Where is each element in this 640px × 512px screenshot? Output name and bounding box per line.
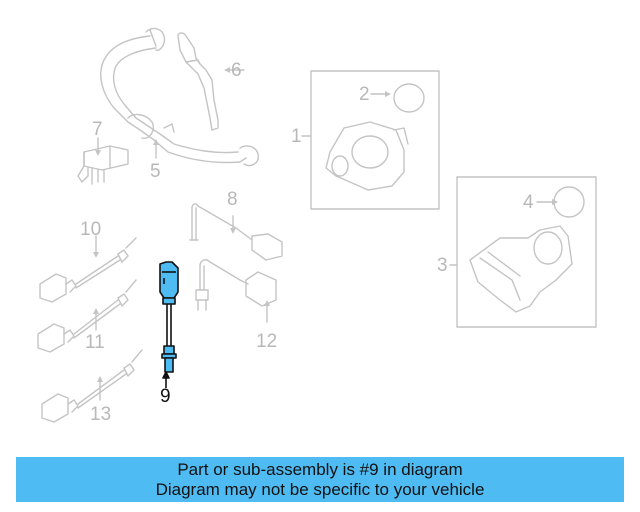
callout-12[interactable]: 12 xyxy=(256,331,278,352)
bracket-part-6[interactable] xyxy=(177,32,219,131)
callout-3[interactable]: 3 xyxy=(437,255,448,276)
egr-valve-box-part-1[interactable] xyxy=(310,70,440,210)
info-banner: Part or sub-assembly is #9 in diagram Di… xyxy=(16,457,624,502)
callout-9-highlighted[interactable]: 9 xyxy=(160,386,171,407)
callout-4[interactable]: 4 xyxy=(523,192,534,213)
callout-7[interactable]: 7 xyxy=(92,119,103,140)
parts-diagram xyxy=(37,27,597,423)
callout-2[interactable]: 2 xyxy=(359,84,370,105)
egr-cooler-box-part-3[interactable] xyxy=(456,176,597,328)
callout-8[interactable]: 8 xyxy=(227,189,238,210)
callout-13[interactable]: 13 xyxy=(90,404,112,425)
banner-line-part-number: Part or sub-assembly is #9 in diagram xyxy=(177,460,463,479)
callout-5[interactable]: 5 xyxy=(150,161,161,182)
callout-6[interactable]: 6 xyxy=(231,60,242,81)
egr-valve-part-1[interactable] xyxy=(325,121,409,191)
sensor-part-12[interactable] xyxy=(195,259,277,311)
pressure-sensor-part-7[interactable] xyxy=(77,145,129,185)
sensor-part-13[interactable] xyxy=(41,349,143,423)
sensor-part-10[interactable] xyxy=(39,237,137,303)
egr-cooler-part-3[interactable] xyxy=(469,225,573,313)
sensor-part-8[interactable] xyxy=(189,203,283,261)
callout-1[interactable]: 1 xyxy=(291,126,302,147)
gasket-part-2[interactable] xyxy=(393,83,425,113)
sensor-part-9-highlighted[interactable] xyxy=(159,261,179,388)
sensor-part-11[interactable] xyxy=(37,279,137,353)
callout-11[interactable]: 11 xyxy=(85,332,105,353)
callout-10[interactable]: 10 xyxy=(80,219,102,240)
gasket-part-4[interactable] xyxy=(553,186,585,218)
banner-line-disclaimer: Diagram may not be specific to your vehi… xyxy=(155,480,485,499)
egr-pipe-part-5[interactable] xyxy=(100,27,259,167)
